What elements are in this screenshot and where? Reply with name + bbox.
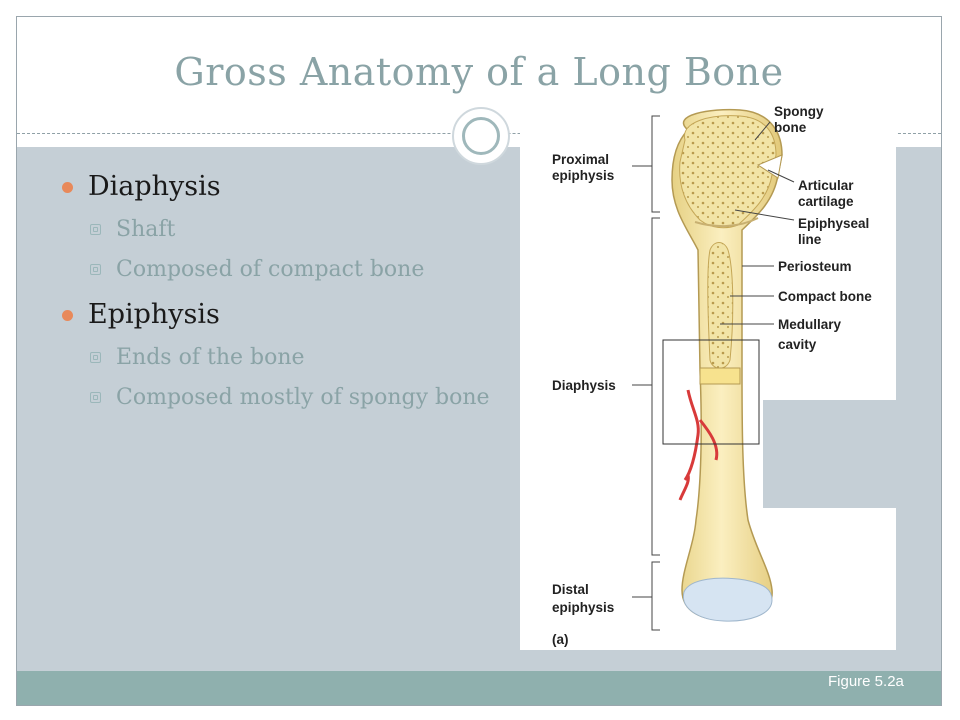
svg-text:cavity: cavity — [778, 337, 817, 352]
square-bullet-icon — [90, 224, 101, 235]
long-bone-illustration: Spongy bone Proximal epiphysis Articular… — [552, 104, 896, 647]
svg-text:bone: bone — [774, 120, 807, 135]
bullet-diaphysis: Diaphysis — [62, 168, 502, 206]
label-spongy-bone: Spongy — [774, 104, 824, 119]
label-distal-epiphysis: Distal — [552, 582, 589, 597]
sub-bullet-text: Ends of the bone — [116, 345, 305, 370]
distal-cartilage — [682, 577, 773, 622]
figure-caption: Figure 5.2a — [828, 673, 904, 690]
sub-bullet: Composed mostly of spongy bone — [62, 384, 502, 412]
bullet-text: Diaphysis — [88, 171, 221, 202]
blood-vessel — [683, 389, 719, 481]
label-epiphyseal-line: Epiphyseal — [798, 216, 869, 231]
square-bullet-icon — [90, 264, 101, 275]
bullet-dot-icon — [62, 182, 73, 193]
sub-bullet: Ends of the bone — [62, 344, 502, 372]
svg-text:epiphysis: epiphysis — [552, 168, 614, 183]
spongy-head — [679, 115, 777, 229]
svg-text:line: line — [798, 232, 822, 247]
label-panel-a: (a) — [552, 632, 569, 647]
slide-frame — [16, 16, 942, 706]
footer-band — [17, 671, 941, 705]
bullet-text: Epiphysis — [88, 299, 220, 330]
sub-bullet: Composed of compact bone — [62, 256, 502, 284]
label-medullary-cavity: Medullary — [778, 317, 842, 332]
bullet-list: Diaphysis Shaft Composed of compact bone… — [62, 168, 502, 424]
bullet-epiphysis: Epiphysis — [62, 296, 502, 334]
svg-text:epiphysis: epiphysis — [552, 600, 614, 615]
medullary-cavity — [707, 242, 734, 369]
svg-text:cartilage: cartilage — [798, 194, 854, 209]
sub-bullet: Shaft — [62, 216, 502, 244]
square-bullet-icon — [90, 352, 101, 363]
sub-bullet-text: Composed of compact bone — [116, 257, 425, 282]
label-articular-cartilage: Articular — [798, 178, 854, 193]
label-periosteum: Periosteum — [778, 259, 852, 274]
long-bone-figure: Spongy bone Proximal epiphysis Articular… — [520, 100, 896, 650]
bullet-dot-icon — [62, 310, 73, 321]
square-bullet-icon — [90, 392, 101, 403]
sub-bullet-text: Composed mostly of spongy bone — [116, 385, 490, 410]
label-proximal-epiphysis: Proximal — [552, 152, 609, 167]
label-diaphysis: Diaphysis — [552, 378, 616, 393]
sub-bullet-text: Shaft — [116, 217, 176, 242]
decorative-circle-icon — [452, 107, 510, 165]
slide-title: Gross Anatomy of a Long Bone — [174, 50, 784, 94]
label-compact-bone: Compact bone — [778, 289, 872, 304]
